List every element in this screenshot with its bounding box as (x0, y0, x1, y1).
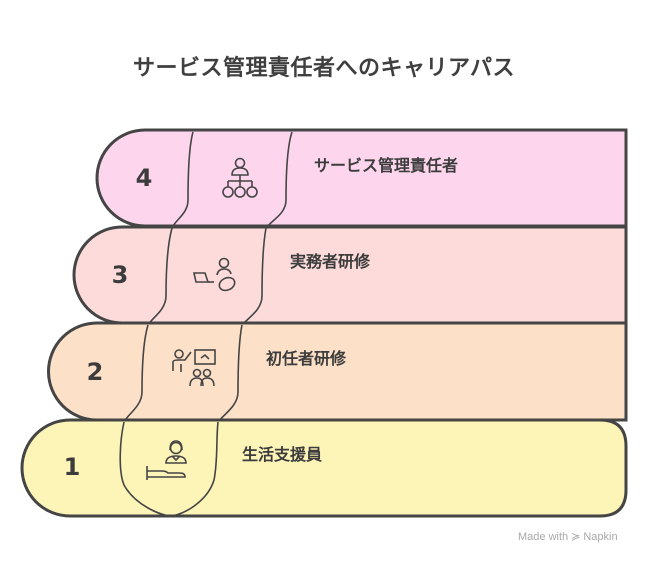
step-1-number: 1 (63, 453, 81, 481)
laptop-user-icon (193, 257, 236, 292)
step-3-number: 3 (111, 261, 129, 289)
step-3-label: 実務者研修 (290, 252, 371, 271)
org-hierarchy-icon (222, 157, 258, 198)
made-with-text: Made with (518, 531, 569, 543)
step-1-band (20, 418, 628, 518)
step-4-label: サービス管理責任者 (314, 156, 459, 175)
diagram-title: サービス管理責任者へのキャリアパス (132, 56, 516, 81)
step-3-band (72, 225, 628, 326)
step-1-label: 生活支援員 (242, 445, 323, 464)
made-with-napkin-footer: Made with≽Napkin (518, 530, 618, 543)
napkin-logo-icon: ≽ (571, 531, 581, 543)
step-2-band (47, 321, 628, 423)
presenter-audience-icon (172, 349, 216, 387)
step-2-number: 2 (86, 358, 104, 386)
step-2-label: 初任者研修 (266, 349, 347, 368)
step-4-band (95, 128, 628, 229)
step-4-number: 4 (135, 164, 153, 192)
caregiver-bed-icon (146, 440, 187, 480)
brand-text: Napkin (583, 531, 618, 543)
